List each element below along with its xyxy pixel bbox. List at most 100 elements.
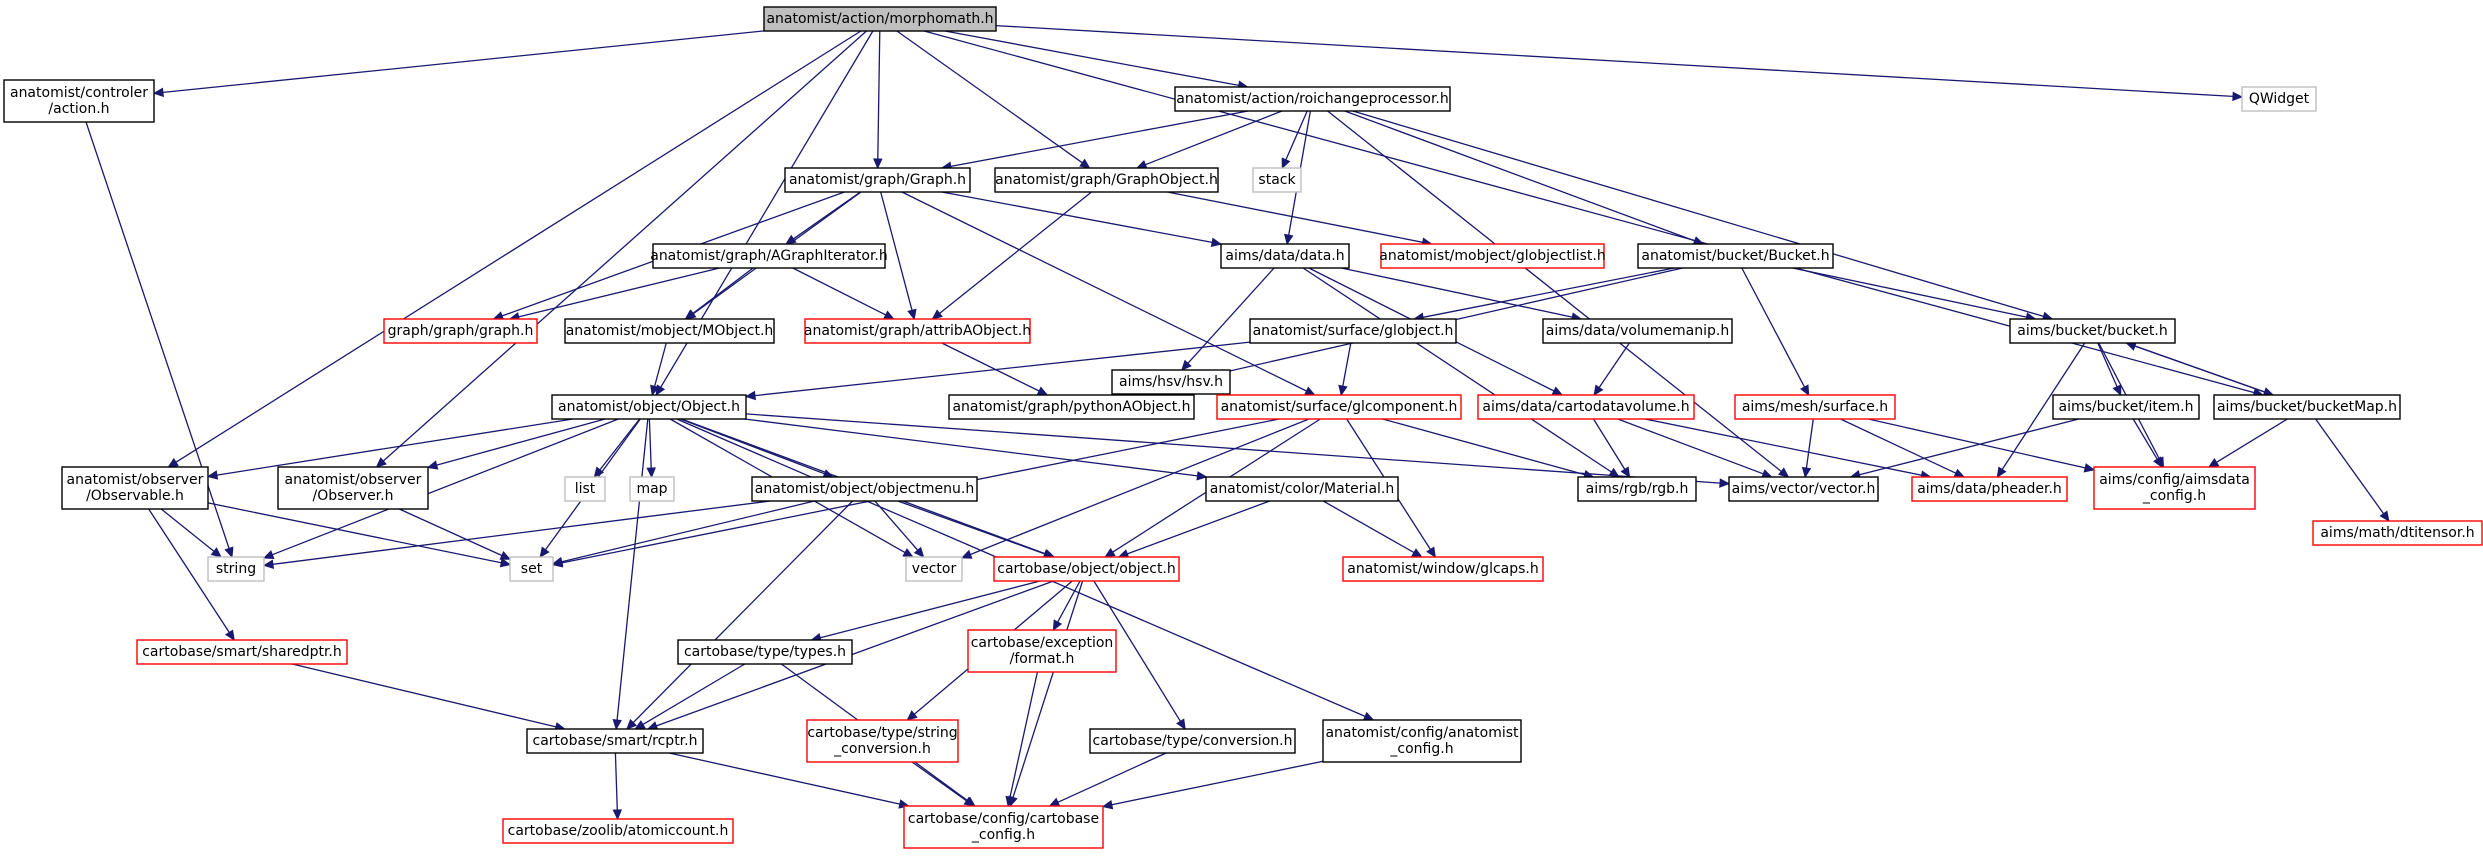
node-glcaps[interactable]: anatomist/window/glcaps.h <box>1342 556 1544 582</box>
node-vector_h[interactable]: aims/vector/vector.h <box>1728 476 1879 502</box>
node-globjectlist[interactable]: anatomist/mobject/globjectlist.h <box>1379 243 1606 269</box>
node-globject[interactable]: anatomist/surface/globject.h <box>1249 318 1457 344</box>
node-types[interactable]: cartobase/type/types.h <box>677 639 853 665</box>
edge-line <box>1057 752 1167 803</box>
node-box <box>677 639 853 665</box>
edge-line <box>877 30 881 160</box>
node-label: _conversion.h <box>833 741 931 757</box>
edge-morphomath-to-observer <box>375 30 867 468</box>
node-bucketmap[interactable]: aims/bucket/bucketMap.h <box>2213 394 2401 420</box>
edge-glcomponent-to-rgb <box>1382 418 1595 480</box>
node-cartodatavol[interactable]: aims/data/cartodatavolume.h <box>1477 394 1695 420</box>
edge-line <box>941 342 1040 392</box>
edge-line <box>1352 110 2044 318</box>
node-aimsdata[interactable]: aims/data/data.h <box>1220 243 1350 269</box>
edge-sharedptr-to-rcptr <box>292 663 566 732</box>
edge-arrowhead <box>1778 467 1790 478</box>
edge-line <box>162 30 765 94</box>
node-pythonaobj[interactable]: anatomist/graph/pythonAObject.h <box>948 394 1195 420</box>
node-map: map <box>629 476 675 502</box>
node-label: anatomist/bucket/Bucket.h <box>1641 248 1829 264</box>
edge-attribaobj-to-pythonaobj <box>941 342 1049 396</box>
node-morphomath[interactable]: anatomist/action/morphomath.h <box>763 6 997 32</box>
node-controler_action[interactable]: anatomist/controler/action.h <box>3 79 155 123</box>
edge-morphomath-to-observable <box>167 30 862 468</box>
node-label: cartobase/exception <box>971 635 1114 651</box>
edge-arrowhead <box>1426 546 1436 559</box>
node-conversion[interactable]: cartobase/type/conversion.h <box>1089 728 1296 754</box>
node-aimsdataconfig[interactable]: aims/config/aimsdata_config.h <box>2093 466 2256 510</box>
node-cartoobject[interactable]: cartobase/object/object.h <box>993 556 1180 582</box>
node-attribaobj[interactable]: anatomist/graph/attribAObject.h <box>804 318 1031 344</box>
edge-aimsbucket-to-bucketitem <box>2097 342 2122 397</box>
edge-line <box>1741 267 1806 388</box>
node-box <box>1477 394 1695 420</box>
node-label: cartobase/smart/rcptr.h <box>533 733 698 749</box>
node-rcptr[interactable]: cartobase/smart/rcptr.h <box>526 728 704 754</box>
edge-globject-to-object_h <box>744 341 1251 401</box>
edge-arrowhead <box>1005 795 1015 808</box>
edge-line <box>911 761 967 802</box>
node-anaconfig[interactable]: anatomist/config/anatomist_config.h <box>1322 719 1522 763</box>
node-box <box>1542 318 1733 344</box>
edge-bucket_h-to-aimsbucket <box>1792 267 2037 322</box>
edge-arrowhead <box>2207 457 2220 468</box>
edge-agraphiter-to-graphgraph <box>508 267 720 322</box>
node-graphgraph[interactable]: graph/graph/graph.h <box>383 318 538 344</box>
node-box <box>1252 167 1302 193</box>
node-box <box>564 318 775 344</box>
node-pheader[interactable]: aims/data/pheader.h <box>1911 476 2068 502</box>
edge-line <box>1127 500 1270 555</box>
node-label: _config.h <box>1389 741 1453 757</box>
edge-arrowhead <box>1551 386 1564 396</box>
edge-rcptr-to-atomiccount <box>612 752 623 821</box>
node-bucket_h[interactable]: anatomist/bucket/Bucket.h <box>1637 243 1834 269</box>
node-box <box>1637 243 1834 269</box>
node-atomiccount[interactable]: cartobase/zoolib/atomiccount.h <box>502 818 734 844</box>
node-mobject[interactable]: anatomist/mobject/MObject.h <box>564 318 775 344</box>
node-object_h[interactable]: anatomist/object/Object.h <box>551 394 747 420</box>
node-objectmenu[interactable]: anatomist/object/objectmenu.h <box>751 476 978 502</box>
node-material[interactable]: anatomist/color/Material.h <box>1205 476 1399 502</box>
node-agraphiter[interactable]: anatomist/graph/AGraphIterator.h <box>650 243 888 269</box>
edge-bucketitem-to-vector_h <box>1849 418 2079 480</box>
node-box <box>1111 369 1231 395</box>
node-hsv[interactable]: aims/hsv/hsv.h <box>1111 369 1231 395</box>
edge-line <box>2097 342 2118 388</box>
edge-arrowhead <box>2379 510 2390 523</box>
node-aimsbucket[interactable]: aims/bucket/bucket.h <box>2009 318 2176 344</box>
node-graphobject[interactable]: anatomist/graph/GraphObject.h <box>994 167 1219 193</box>
node-label: list <box>575 481 596 497</box>
node-bucketitem[interactable]: aims/bucket/item.h <box>2052 394 2200 420</box>
node-sharedptr[interactable]: cartobase/smart/sharedptr.h <box>136 639 348 665</box>
node-box <box>551 394 747 420</box>
node-exceptionformat[interactable]: cartobase/exception/format.h <box>967 629 1117 673</box>
edge-arrowhead <box>913 546 925 558</box>
edge-line <box>648 418 652 469</box>
node-meshsurface[interactable]: aims/mesh/surface.h <box>1734 394 1896 420</box>
edge-cartoobject-to-exceptionformat <box>1052 580 1081 632</box>
node-stringconv[interactable]: cartobase/type/string_conversion.h <box>806 719 959 763</box>
edge-volumemanip-to-cartodatavol <box>1593 342 1630 397</box>
node-rgb[interactable]: aims/rgb/rgb.h <box>1577 476 1697 502</box>
node-graph_h[interactable]: anatomist/graph/Graph.h <box>784 167 971 193</box>
node-label: cartobase/type/conversion.h <box>1093 733 1293 749</box>
node-volumemanip[interactable]: aims/data/volumemanip.h <box>1542 318 1733 344</box>
node-dtitensor[interactable]: aims/math/dtitensor.h <box>2312 520 2483 546</box>
edge-graph_h-to-attribaobj <box>880 191 917 321</box>
node-label: /Observer.h <box>313 488 394 504</box>
node-box <box>751 476 978 502</box>
node-observable[interactable]: anatomist/observer/Observable.h <box>61 466 209 510</box>
edge-arrowhead <box>1338 384 1348 397</box>
node-cartobaseconfig[interactable]: cartobase/config/cartobase_config.h <box>903 805 1104 849</box>
edge-arrowhead <box>2152 456 2163 469</box>
edge-line <box>941 191 1213 244</box>
node-observer[interactable]: anatomist/observer/Observer.h <box>277 466 429 510</box>
node-glcomponent[interactable]: anatomist/surface/glcomponent.h <box>1216 394 1462 420</box>
node-label: aims/hsv/hsv.h <box>1119 374 1223 390</box>
node-roichange[interactable]: anatomist/action/roichangeprocessor.h <box>1174 86 1451 112</box>
node-label: anatomist/action/roichangeprocessor.h <box>1176 91 1449 107</box>
node-label: anatomist/graph/attribAObject.h <box>804 323 1031 339</box>
edge-roichange-to-graphobject <box>1135 110 1283 169</box>
edge-line <box>148 508 230 633</box>
